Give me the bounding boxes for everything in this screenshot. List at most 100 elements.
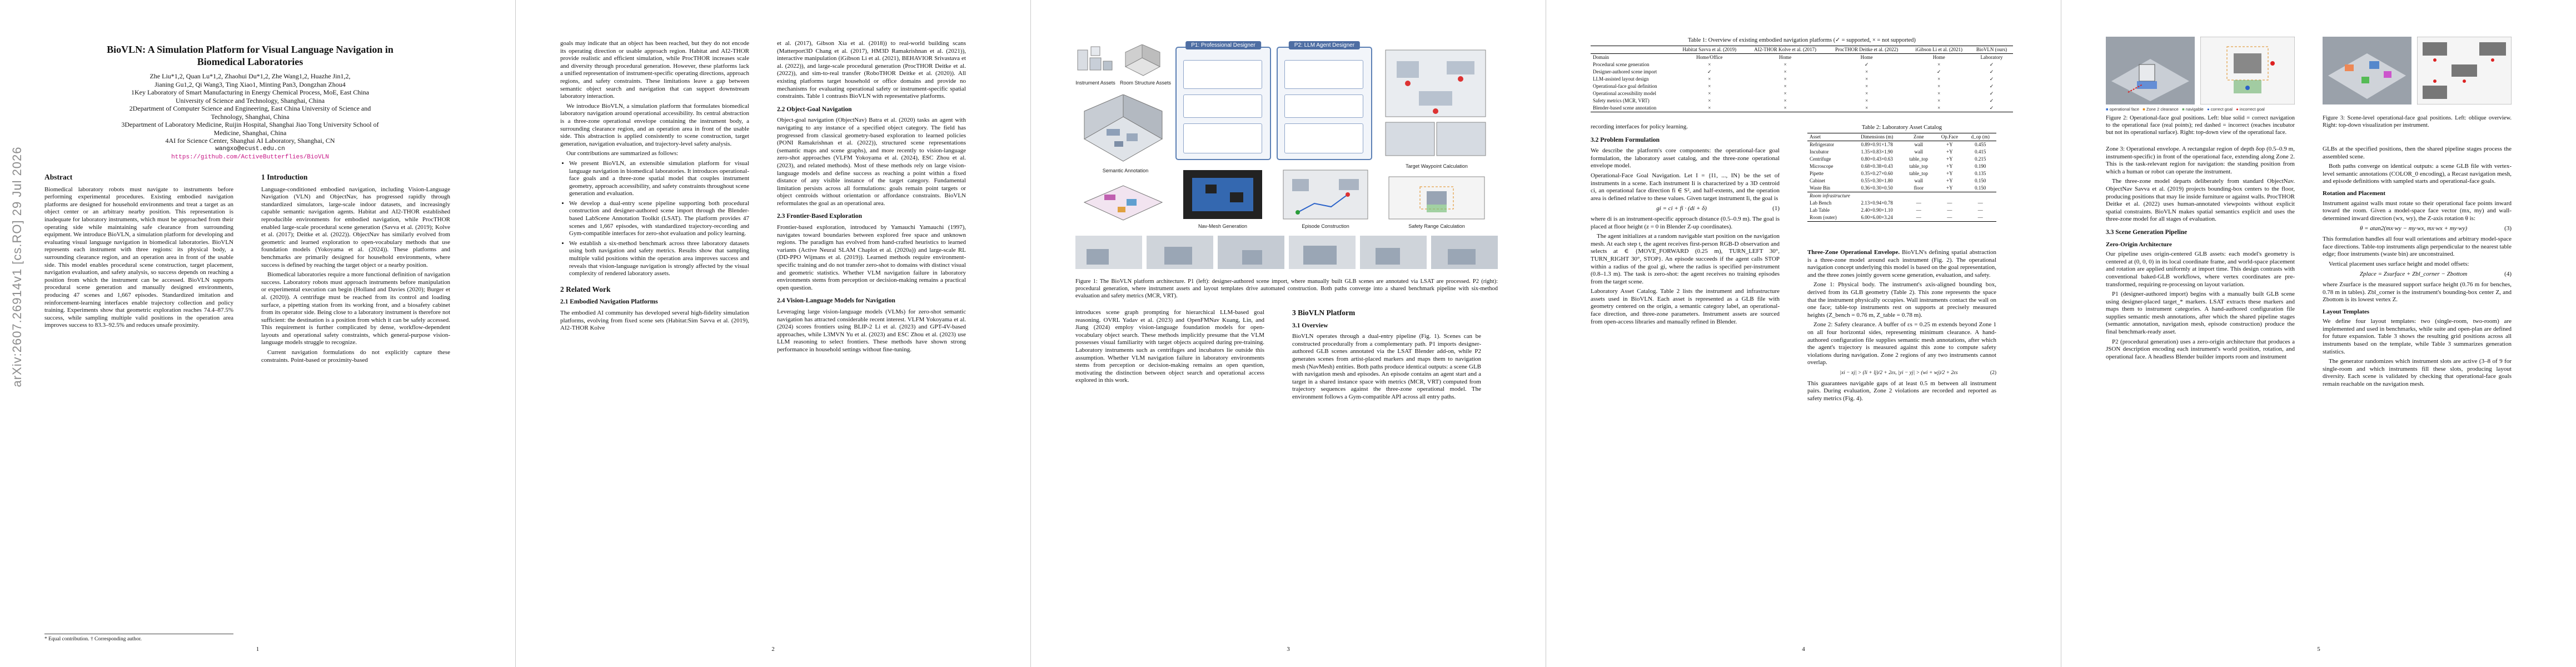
- instrument-assets-label: Instrument Assets: [1075, 80, 1115, 86]
- navmesh-label: Nav-Mesh Generation: [1198, 223, 1248, 229]
- table-cell: Operational-face goal definition: [1593, 83, 1657, 89]
- table-section-label: Room infrastructure: [1807, 192, 1996, 200]
- table-cell: 2.13×0.94×0.78: [1861, 200, 1893, 206]
- title-block: BioVLN: A Simulation Platform for Visual…: [44, 43, 456, 162]
- table-cell: wall: [1914, 149, 1924, 155]
- paragraph: Object-goal navigation (ObjectNav) Batra…: [777, 117, 966, 207]
- paragraph: BioVLN operates through a dual-entry pip…: [1292, 333, 1482, 400]
- affiliation-3b: Medicine, Shanghai, China: [213, 128, 287, 137]
- footnote: * Equal contribution. † Corresponding au…: [44, 634, 233, 643]
- table-header-cell: Habitat Savva et al. (2019): [1674, 46, 1745, 54]
- table-cell: ✓: [1989, 98, 1994, 103]
- subsection-heading: Rotation and Placement: [2323, 190, 2386, 197]
- intro-paragraph: Biomedical laboratories require a more f…: [261, 271, 450, 346]
- paragraph: Laboratory Asset Catalog. Table 2 lists …: [1591, 288, 1780, 325]
- table-cell: ✓: [1970, 104, 2013, 112]
- paragraph: P1 (designer-authored import) begins wit…: [2106, 291, 2295, 336]
- paper-title: BioVLN: A Simulation Platform for Visual…: [107, 44, 393, 55]
- table-cell: ×: [1937, 83, 1941, 89]
- paragraph: Frontier-based exploration, introduced b…: [777, 224, 966, 291]
- list-item: We establish a six-method benchmark acro…: [569, 240, 749, 278]
- figure-1-caption: Figure 1: The BioVLN platform architectu…: [1075, 278, 1498, 299]
- table-row: Room (outer)6.00×6.00×3.24———: [1807, 214, 1996, 222]
- table-cell: Laboratory: [1980, 54, 2003, 60]
- table-cell: ×: [1865, 83, 1869, 89]
- room-structure-label: Room Structure Assets: [1120, 80, 1172, 86]
- intro-paragraph: Current navigation formulations do not e…: [261, 349, 450, 364]
- table-cell: floor: [1914, 185, 1924, 191]
- figure-3-oblique: [2323, 37, 2411, 104]
- section-heading: 2.4 Vision-Language Models for Navigatio…: [777, 297, 895, 305]
- section-heading: 3.3 Scene Generation Pipeline: [2106, 228, 2188, 236]
- paragraph: where di is an instrument-specific appro…: [1591, 215, 1780, 230]
- paragraph: recording interfaces for policy learning…: [1591, 123, 1688, 130]
- table-cell: ×: [1674, 104, 1745, 112]
- table-cell: 0.89×0.91×1.78: [1861, 142, 1893, 147]
- table-row: Operational accessibility model××××✓: [1591, 90, 2013, 97]
- table-cell: 1.35×0.83×1.90: [1861, 149, 1893, 155]
- affiliation-2: 2Department of Computer Science and Engi…: [129, 104, 371, 112]
- table-header-cell: d_op (m): [1964, 133, 1996, 141]
- table-cell: —: [1916, 207, 1921, 213]
- abstract-column: Abstract Biomedical laboratory robots mu…: [44, 173, 233, 332]
- episode-label: Episode Construction: [1302, 223, 1349, 229]
- table-cell: Safety metrics (MCR, VRT): [1593, 98, 1650, 103]
- table-1-caption: Table 1: Overview of existing embodied n…: [1688, 37, 1916, 43]
- paragraph: Both paths converge on identical outputs…: [2323, 163, 2512, 185]
- paragraph: Zone 2: Safety clearance. A buffer of εs…: [1807, 321, 1996, 366]
- right-column: GLBs at the specified positions, then th…: [2323, 146, 2512, 391]
- table-row: Blender-based scene annotation××××✓: [1591, 104, 2013, 112]
- table-cell: ×: [1783, 62, 1787, 67]
- table-cell: Designer-authored scene import: [1593, 69, 1657, 74]
- table-cell: 0.150: [1975, 185, 1986, 191]
- table-header-cell: Dimensions (m): [1851, 133, 1903, 141]
- section-heading: 2.3 Frontier-Based Exploration: [777, 213, 863, 220]
- instrument-assets-image: [1077, 46, 1113, 71]
- section-heading: 3.1 Overview: [1292, 322, 1328, 329]
- table-cell: wall: [1914, 142, 1924, 147]
- paragraph: Vertical placement uses surface height a…: [2329, 260, 2469, 267]
- abstract-heading: Abstract: [44, 173, 73, 181]
- table-cell: ✓: [1989, 91, 1994, 96]
- p1-step-box: [1183, 123, 1262, 153]
- table-header-cell: ProcTHOR Deitke et al. (2022): [1825, 46, 1908, 54]
- table-cell: ✓: [1989, 69, 1994, 74]
- table-cell: Pipette: [1810, 171, 1823, 176]
- observation-strip: [1075, 236, 1498, 269]
- section-heading: 3 BioVLN Platform: [1292, 308, 1356, 317]
- paragraph: et al. (2017), Gibson Xia et al. (2018))…: [777, 40, 966, 100]
- table-cell: Waste Bin: [1810, 185, 1831, 191]
- table-cell: —: [1902, 214, 1935, 222]
- semantic-annotation-render: [1083, 185, 1163, 221]
- table-cell: Home/Office: [1696, 54, 1723, 60]
- table-cell: Domain: [1593, 54, 1609, 60]
- semantic-annotation-label: Semantic Annotation: [1102, 168, 1149, 173]
- table-cell: ×: [1783, 98, 1787, 103]
- equation-2: |xi − xj| > (li + lj)/2 + 2εs, |yi − yj|…: [1840, 370, 1996, 376]
- table-2-caption: Table 2: Laboratory Asset Catalog: [1862, 125, 1942, 131]
- table-cell: —: [1935, 214, 1965, 222]
- paragraph: Zone 3: Operational envelope. A rectangu…: [2106, 146, 2295, 175]
- table-cell: Home: [1779, 54, 1792, 60]
- table-cell: ✓: [1864, 62, 1869, 67]
- table-header-cell: AI2-THOR Kolve et al. (2017): [1745, 46, 1826, 54]
- arxiv-stamp: arXiv:2607.26914v1 [cs.RO] 29 Jul 2026: [10, 146, 24, 387]
- table-header-cell: Op.Face: [1935, 133, 1965, 141]
- paragraph: We define four layout templates: two (si…: [2323, 318, 2512, 355]
- abstract-text: Biomedical laboratory robots must naviga…: [44, 186, 233, 329]
- lab-scene-render: [1083, 94, 1163, 162]
- intro-heading: 1 Introduction: [261, 173, 308, 181]
- table-cell: ✓: [1707, 69, 1712, 74]
- room-structure-image: [1124, 44, 1161, 76]
- episode-render: [1283, 170, 1368, 220]
- table-row: Designer-authored scene import✓××✓✓: [1591, 68, 2013, 76]
- table-cell: Lab Bench: [1810, 200, 1832, 206]
- paper-page-2: goals may indicate that an object has be…: [515, 0, 1030, 667]
- table-cell: Cabinet: [1810, 178, 1825, 183]
- table-cell: +Y: [1946, 178, 1953, 183]
- table-row: Procedural scene generation××✓×✓: [1591, 61, 2013, 68]
- table-cell: 0.215: [1975, 156, 1986, 162]
- github-link[interactable]: https://github.com/ActiveButterflies/Bio…: [171, 153, 329, 161]
- affiliation-1b: University of Science and Technology, Sh…: [175, 96, 325, 104]
